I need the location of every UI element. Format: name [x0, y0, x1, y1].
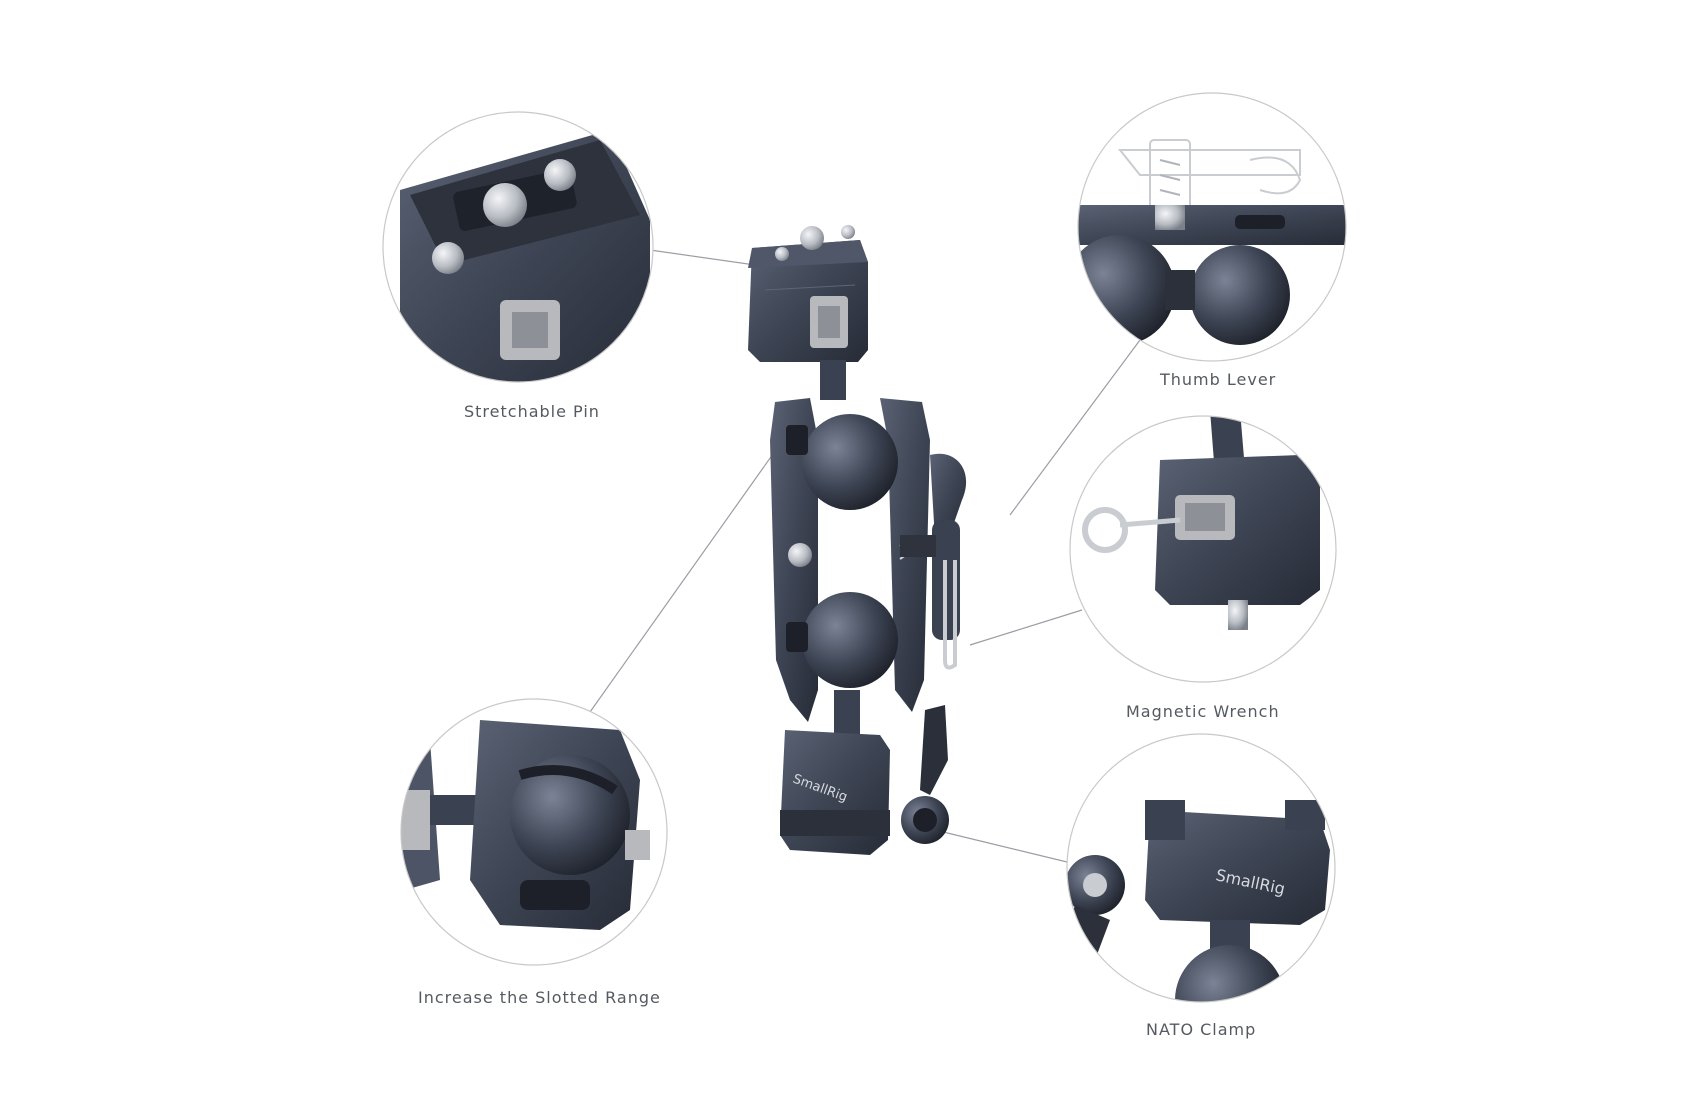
callout-circle-slotted-range — [400, 698, 668, 966]
nato-clamp-base: SmallRig — [780, 705, 949, 855]
callout-circle-nato-clamp: SmallRig — [1066, 733, 1336, 1003]
callout-circle-magnetic-wrench — [1069, 415, 1337, 683]
pin-icon — [775, 247, 789, 261]
arm-body — [770, 398, 930, 722]
pin-icon — [544, 159, 576, 191]
pin-icon — [432, 242, 464, 274]
magic-arm-product: SmallRig — [748, 225, 967, 855]
callout-circle-stretchable-pin — [382, 111, 654, 383]
top-mount-head — [748, 225, 868, 362]
leader-line-slotted-range — [589, 429, 791, 713]
pin-icon — [841, 225, 855, 239]
callout-label-thumb-lever: Thumb Lever — [1160, 370, 1277, 389]
upper-ball-joint — [802, 414, 898, 510]
callout-label-magnetic-wrench: Magnetic Wrench — [1126, 702, 1280, 721]
callout-circle-thumb-lever — [1077, 92, 1347, 362]
wrench-ring-icon — [1082, 507, 1128, 553]
leader-lines — [589, 249, 1141, 863]
lower-ball-joint — [802, 592, 898, 688]
leader-line-magnetic-wrench — [969, 609, 1083, 646]
thumb-lever-knob — [900, 453, 967, 670]
screw-icon — [800, 226, 824, 250]
callout-label-nato-clamp: NATO Clamp — [1146, 1020, 1257, 1039]
leader-line-nato-clamp — [934, 829, 1068, 863]
callout-label-slotted-range: Increase the Slotted Range — [418, 988, 661, 1007]
screw-icon — [483, 183, 527, 227]
magnet-icon — [788, 543, 812, 567]
leader-line-thumb-lever — [1009, 339, 1141, 516]
callout-label-stretchable-pin: Stretchable Pin — [464, 402, 600, 421]
